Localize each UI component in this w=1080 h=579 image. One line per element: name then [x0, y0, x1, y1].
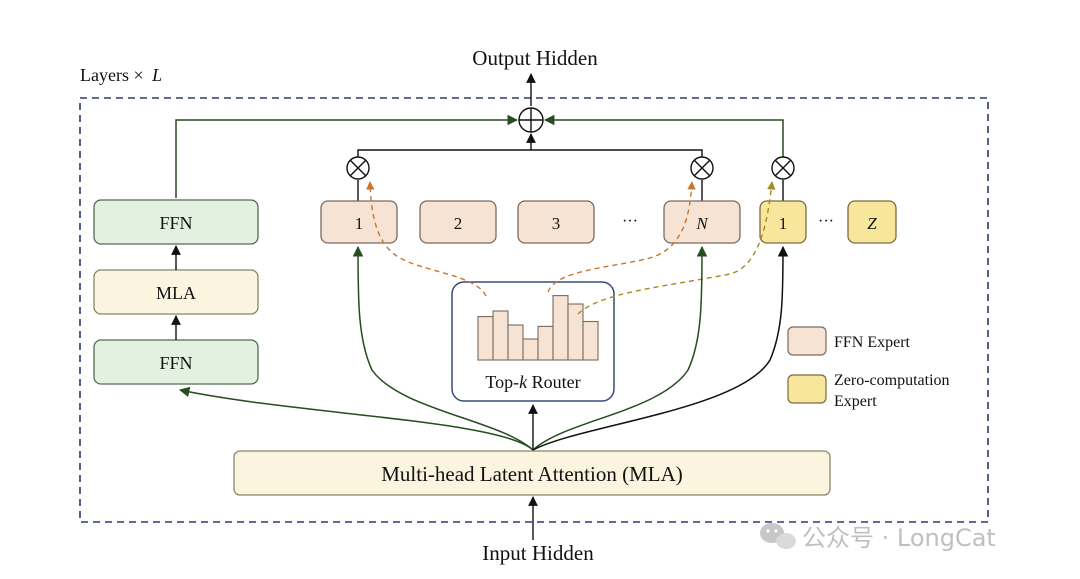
mla-to-zero-expert	[532, 245, 789, 451]
zero-expert-1-box	[759, 200, 807, 244]
multiply-node-n	[690, 156, 714, 180]
layers-label: Layers × L	[80, 65, 162, 85]
left-ffn-top-box	[93, 199, 259, 245]
legend-zero-label-2: Expert	[834, 393, 877, 410]
route-dashed-expert-n	[547, 181, 696, 293]
router-bar-5	[537, 325, 554, 361]
zero-expert-z-box	[847, 200, 897, 244]
router-bar-2	[492, 310, 509, 361]
ffn-experts-ellipsis: ···	[622, 213, 638, 230]
router-label: Top-k Router	[485, 372, 580, 392]
input-hidden-label: Input Hidden	[482, 541, 594, 565]
router-bar-6	[552, 295, 569, 361]
watermark: 公众号 · LongCat	[760, 523, 996, 552]
router-bar-3	[507, 324, 524, 361]
left-mla-label: MLA	[156, 283, 196, 303]
zero-experts-ellipsis: ···	[818, 213, 834, 230]
left-ffn-top-label: FFN	[159, 213, 192, 233]
left-ffn-to-sum	[175, 114, 519, 198]
ffn-expert-3-box	[517, 200, 595, 244]
left-ffn-bottom-label: FFN	[159, 353, 192, 373]
mla-to-left-ffn	[178, 386, 534, 451]
ffn-expert-2-box	[419, 200, 497, 244]
ffn-expert-3-label: 3	[552, 214, 561, 233]
legend-zero-swatch	[787, 374, 827, 404]
router-bar-8	[582, 320, 599, 361]
zero-expert-1-label: 1	[779, 214, 788, 233]
mla-bar-box	[233, 450, 831, 496]
layers-label-text: Layers ×	[80, 65, 144, 85]
router-label-suffix: Router	[527, 372, 581, 392]
route-dashed-zero-expert	[577, 181, 776, 315]
mla-bar-label: Multi-head Latent Attention (MLA)	[381, 462, 683, 486]
zero-expert-z-label: Z	[867, 214, 877, 233]
ffn-expert-2-label: 2	[454, 214, 463, 233]
ffn-expert-1-label: 1	[355, 214, 364, 233]
legend-ffn-swatch	[787, 326, 827, 356]
multiply-node-zero	[771, 156, 795, 180]
wechat-icon	[760, 523, 796, 549]
sum-node	[518, 107, 544, 133]
experts-combine-line	[357, 149, 703, 157]
mla-to-expert-n	[532, 245, 708, 451]
legend: FFN Expert Zero-computation Expert	[787, 326, 950, 410]
zero-expert-to-sum	[543, 114, 784, 157]
layers-container	[79, 97, 989, 523]
multiply-node-1	[346, 156, 370, 180]
mla-to-expert-1	[352, 245, 534, 451]
layers-label-var: L	[151, 65, 162, 85]
legend-zero-label-1: Zero-computation	[834, 372, 950, 389]
router-label-prefix: Top-	[485, 372, 519, 392]
router-bar-1	[477, 316, 494, 361]
ffn-expert-n-label: N	[695, 214, 709, 233]
output-hidden-label: Output Hidden	[472, 46, 598, 70]
legend-ffn-label: FFN Expert	[834, 334, 911, 351]
router-bar-4	[522, 338, 539, 361]
router-bars	[477, 295, 599, 361]
ffn-expert-n-box	[663, 200, 741, 244]
watermark-text: 公众号 · LongCat	[802, 524, 996, 552]
router-label-var: k	[519, 372, 528, 392]
